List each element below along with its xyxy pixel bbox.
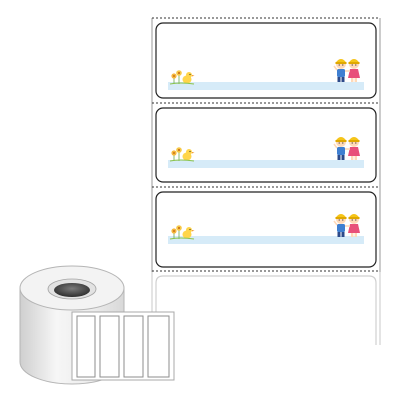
label-roll [19, 265, 175, 385]
name-band [168, 82, 364, 90]
name-band [168, 160, 364, 168]
mini-label [99, 315, 120, 378]
perforation-lines [152, 17, 380, 272]
label-card [155, 107, 377, 183]
label-liner-strip [151, 18, 381, 345]
roll-core-hole [54, 283, 90, 297]
label-card [155, 191, 377, 268]
mini-label [147, 315, 170, 378]
name-band [168, 236, 364, 244]
label-card-faded [155, 275, 377, 345]
mini-label [76, 315, 96, 378]
label-card [155, 22, 377, 99]
mini-label [123, 315, 144, 378]
